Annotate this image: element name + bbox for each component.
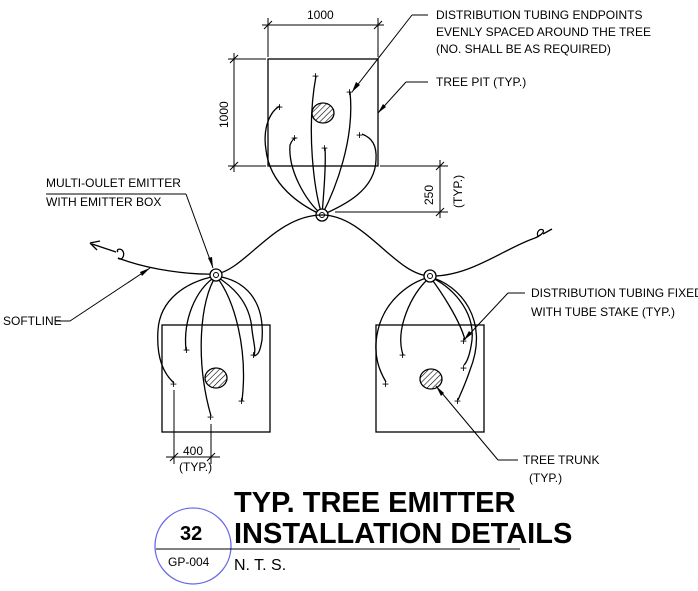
svg-text:+: + [276,100,283,114]
svg-text:+: + [382,377,389,391]
softline [89,214,553,277]
sheet-reference: GP-004 [168,555,210,569]
callout-trunk: TREE TRUNK (TYP.) [523,453,599,485]
svg-text:+: + [321,141,328,155]
leader-trunk [435,385,518,461]
svg-text:+: + [346,85,353,99]
callout-tree-pit: TREE PIT (TYP.) [436,75,526,89]
callout-line: EVENLY SPACED AROUND THE TREE [436,25,651,39]
dimension-pit-height: 1000 [217,53,266,172]
svg-text:+: + [238,394,245,408]
tree-pit-left [161,324,271,433]
svg-text:+: + [460,334,467,348]
title-line-1: TYP. TREE EMITTER [234,487,516,519]
callout-line: WITH TUBE STAKE (TYP.) [531,305,675,319]
leader-tree-pit [377,81,428,114]
distribution-tubing-right: + + + + + [375,269,478,408]
dimension-spacing: 400 (TYP.) [166,390,220,474]
dimension-label: 250 [422,185,436,205]
dimension-offset: 250 (TYP.) [335,160,465,218]
leader-softline [56,267,151,322]
dimension-label: 1000 [217,101,231,128]
svg-text:+: + [207,410,214,424]
tree-pit-outline [375,324,485,433]
detail-tag-circle [154,507,232,585]
svg-text:+: + [291,131,298,145]
title-line-2: INSTALLATION DETAILS [234,518,572,550]
distribution-tubing-left: + + + + + [157,268,263,424]
callout-line: TREE TRUNK [523,453,599,467]
callout-endpoints: DISTRIBUTION TUBING ENDPOINTS EVENLY SPA… [436,8,651,56]
emitter-box [209,268,223,282]
tree-trunk [311,102,335,124]
detail-number: 32 [180,523,202,545]
svg-text:+: + [170,377,177,391]
dimension-label: 400 [183,444,203,458]
dimension-note: (TYP.) [179,460,212,474]
leader-fixed [463,292,525,341]
svg-text:+: + [312,69,319,83]
svg-text:+: + [356,128,363,142]
title-block: 32 GP-004 TYP. TREE EMITTER INSTALLATION… [154,487,572,585]
leader-endpoints [351,14,428,93]
scale-note: N. T. S. [234,557,286,574]
callout-emitter: MULTI-OULET EMITTER WITH EMITTER BOX [46,176,181,209]
svg-text:+: + [250,348,257,362]
dimension-label: 1000 [307,8,334,22]
callout-line: DISTRIBUTION TUBING ENDPOINTS [436,8,642,22]
callout-line: (NO. SHALL BE AS REQUIRED) [436,42,611,56]
emitter-box [423,269,437,283]
callout-line: DISTRIBUTION TUBING FIXED [531,286,698,300]
svg-text:+: + [399,348,406,362]
tree-trunk [204,367,228,389]
svg-text:+: + [183,343,190,357]
callout-softline: SOFTLINE [3,314,62,328]
svg-text:+: + [460,361,467,375]
tree-pit-right [375,324,485,433]
callout-line: (TYP.) [529,471,562,485]
tree-trunk [419,368,443,390]
tree-pit-outline [161,324,271,433]
callout-line: MULTI-OULET EMITTER [46,176,181,190]
svg-text:+: + [454,394,461,408]
leader-emitter [46,193,214,269]
callout-fixed: DISTRIBUTION TUBING FIXED WITH TUBE STAK… [531,286,698,319]
dimension-note: (TYP.) [451,175,465,208]
callout-line: WITH EMITTER BOX [46,195,161,209]
distribution-tubing-top: + + + + + + [264,69,377,222]
dimension-pit-width: 1000 [262,8,384,57]
